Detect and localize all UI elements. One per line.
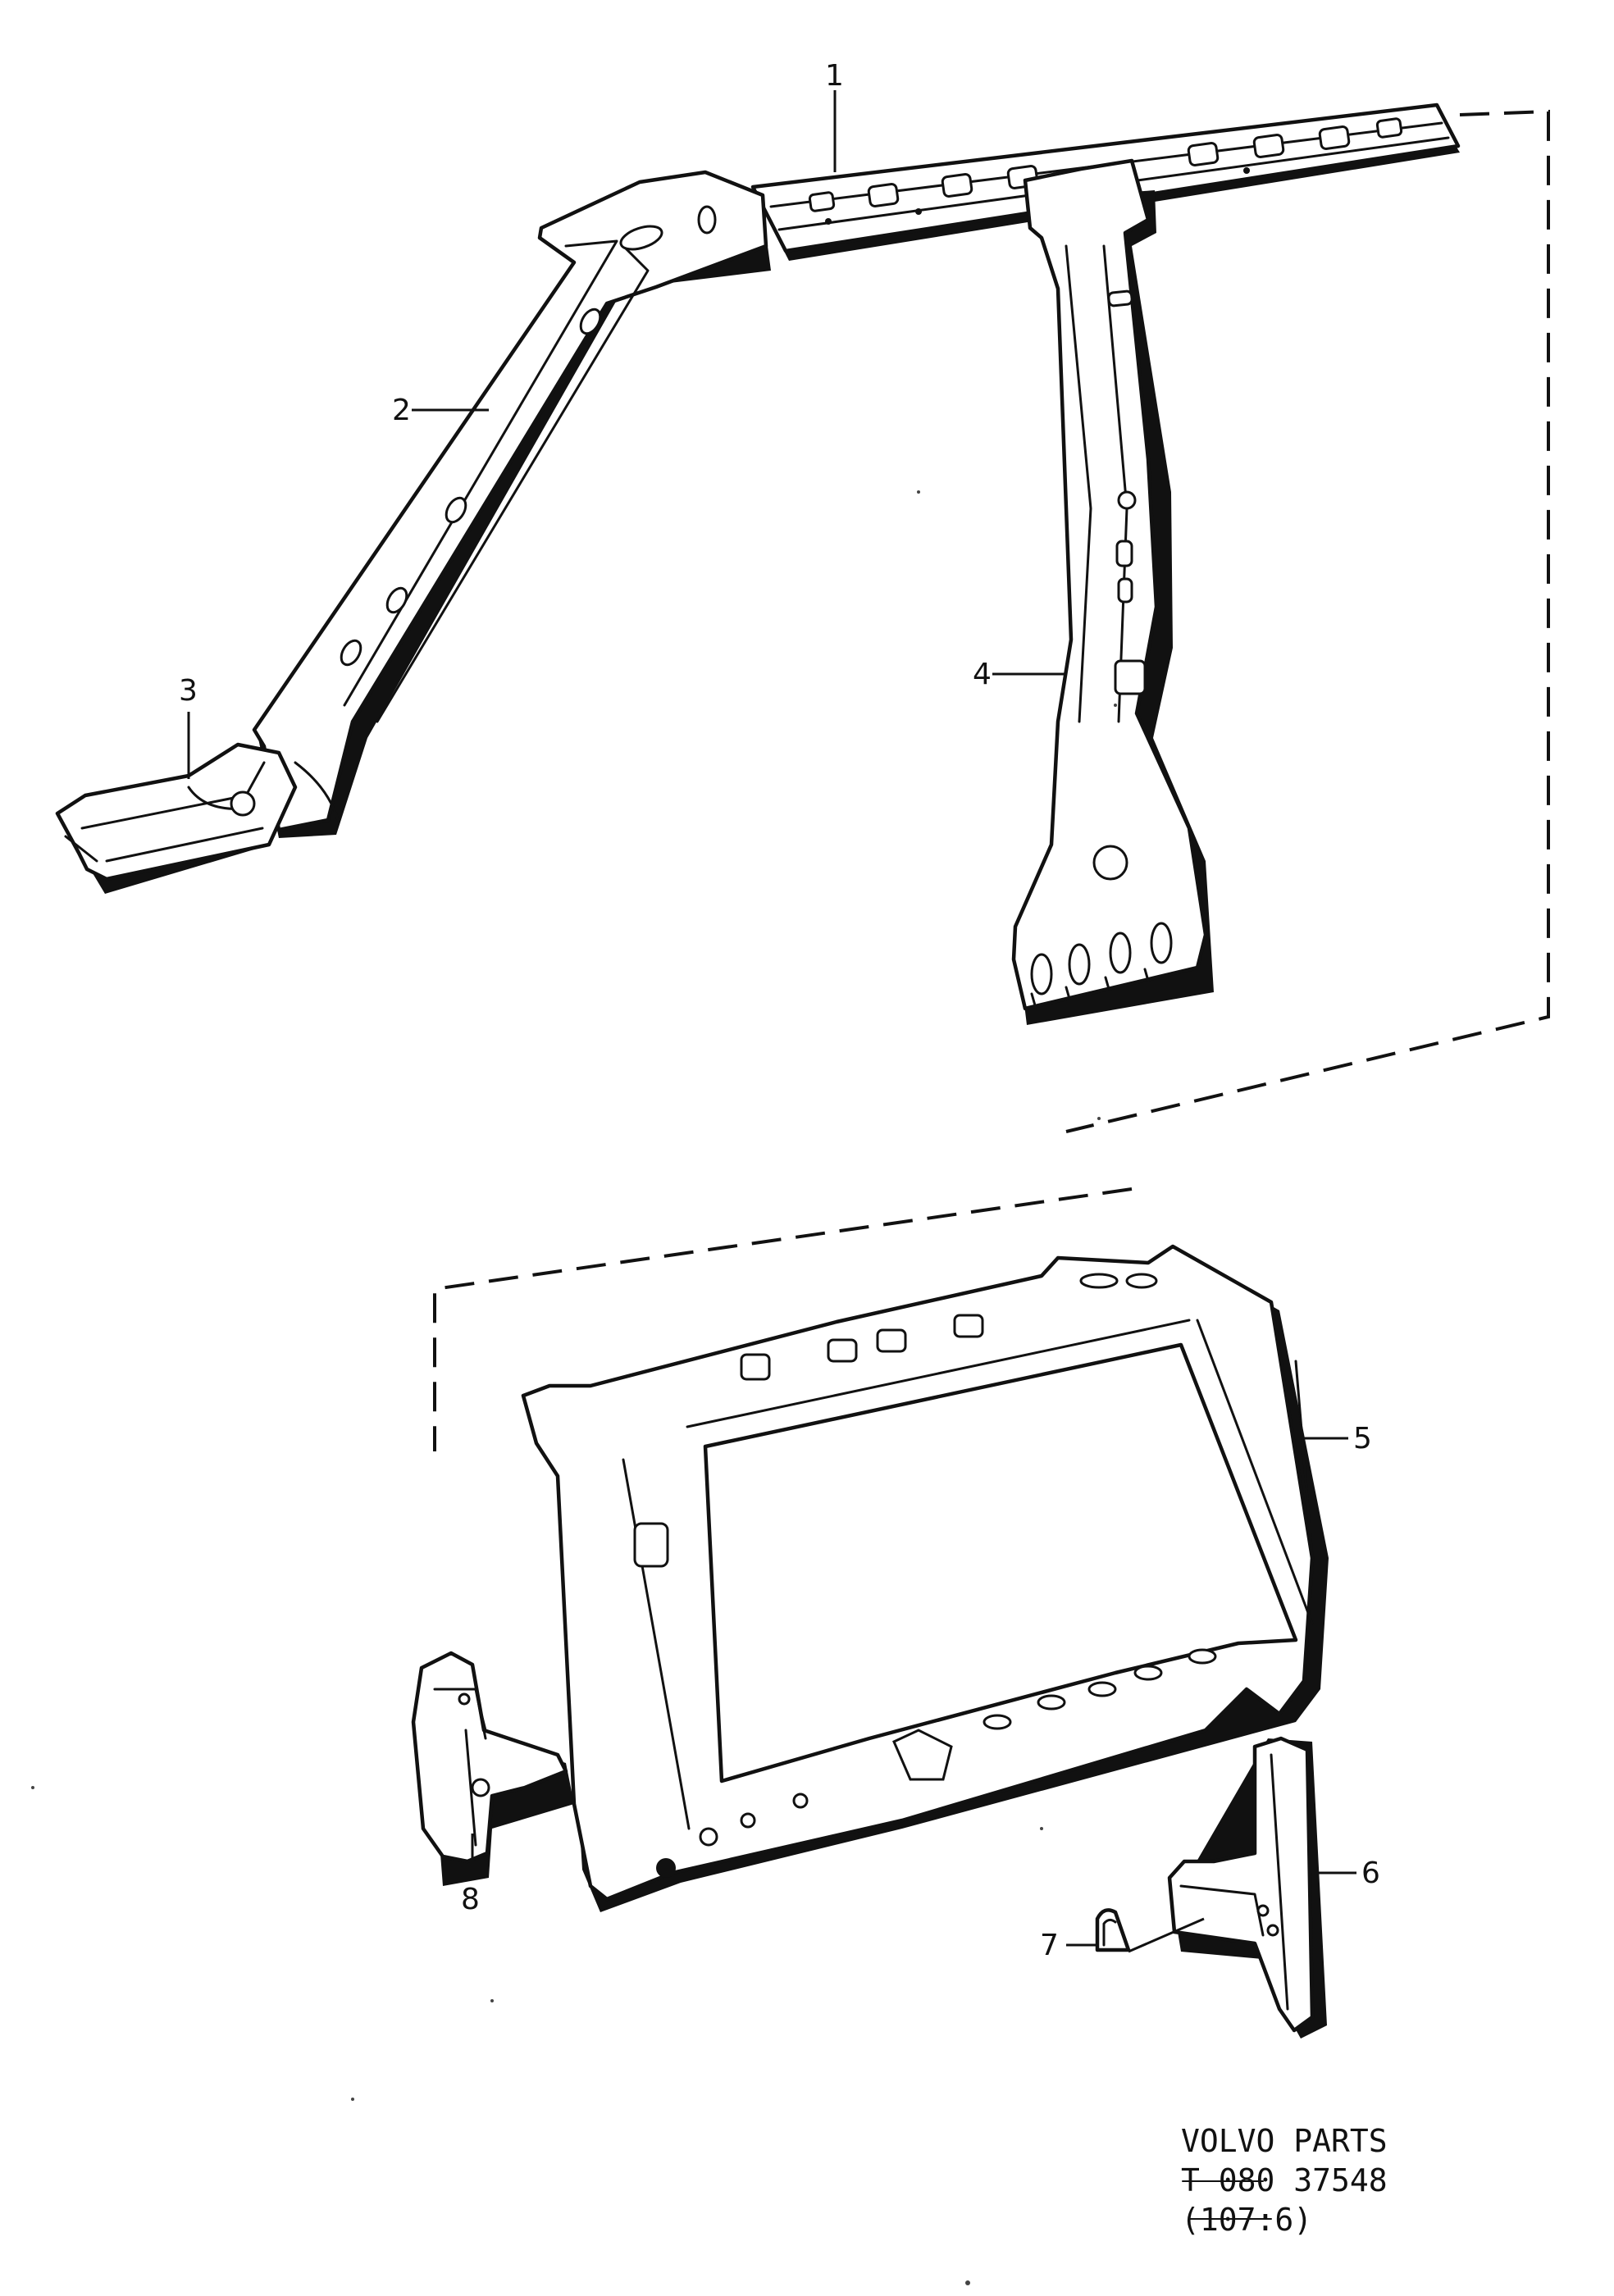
callout-6: 6 [1361,1856,1380,1890]
callout-8: 8 [461,1883,480,1916]
footer-reference: VOLVO PARTS T 080 37548 (107:6) [1181,2123,1388,2238]
leader-lines [187,90,1356,1953]
part-3-floor-bracket[interactable] [55,742,298,894]
part-7-clip[interactable] [1095,1908,1131,1952]
part-5-rear-side-frame[interactable] [521,1244,1329,1912]
part-4-b-pillar[interactable] [1011,158,1214,1025]
callout-7: 7 [1040,1929,1059,1962]
footer-brand: VOLVO PARTS [1181,2123,1388,2159]
assembly-boundary-line [433,109,1550,1451]
part-8-lower-bracket[interactable] [411,1651,574,1886]
part-2-a-pillar[interactable] [252,170,771,838]
callout-5: 5 [1353,1422,1372,1456]
callout-4: 4 [973,658,992,691]
callout-labels: 1 2 3 4 5 6 7 8 [179,59,1380,1962]
callout-2: 2 [392,394,411,427]
part-6-corner-gusset[interactable] [1167,1736,1327,2039]
scan-specks [31,490,1117,2285]
callout-3: 3 [179,674,198,708]
callout-1: 1 [825,59,844,93]
leader-7b [1128,1917,1205,1953]
